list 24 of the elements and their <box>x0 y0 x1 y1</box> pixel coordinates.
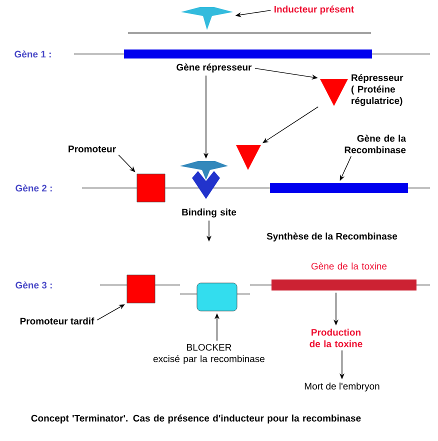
blocker-box <box>196 282 238 312</box>
annotation-text: Gène de la toxine <box>311 262 387 270</box>
annotation-text: Répresseur ( Protéine régulatrice) <box>351 74 404 106</box>
caption: Concept 'Terminator'. Cas de présence d'inducteur pour la recombinase <box>31 414 361 424</box>
gene-label: Gène 1 : <box>14 50 51 58</box>
repressor-triangle <box>236 145 261 170</box>
arrow <box>96 304 125 320</box>
gene-label: Synthèse de la Recombinase <box>266 232 398 242</box>
gene-label: Gène 3 : <box>16 281 52 289</box>
gene-label: Gène 2 : <box>16 184 52 192</box>
gene-bar <box>124 50 372 58</box>
promoter-box <box>126 274 156 304</box>
node-text: Gène répresseur <box>176 64 252 72</box>
node-text: Production de la toxine <box>310 328 362 348</box>
promoter-box <box>136 174 166 202</box>
node-text: Gène de la Recombinase <box>344 134 406 154</box>
inducer-shape <box>181 7 233 30</box>
node-text: Mort de l'embryon <box>304 382 380 392</box>
annotation-text: Binding site <box>182 208 236 218</box>
node-text: Promoteur tardif <box>20 318 94 324</box>
node-text: BLOCKER excisé par la recombinase <box>153 344 265 364</box>
gene-bar <box>270 183 408 193</box>
node-text: Promoteur <box>68 146 116 152</box>
node-text: Inducteur présent <box>274 6 354 14</box>
